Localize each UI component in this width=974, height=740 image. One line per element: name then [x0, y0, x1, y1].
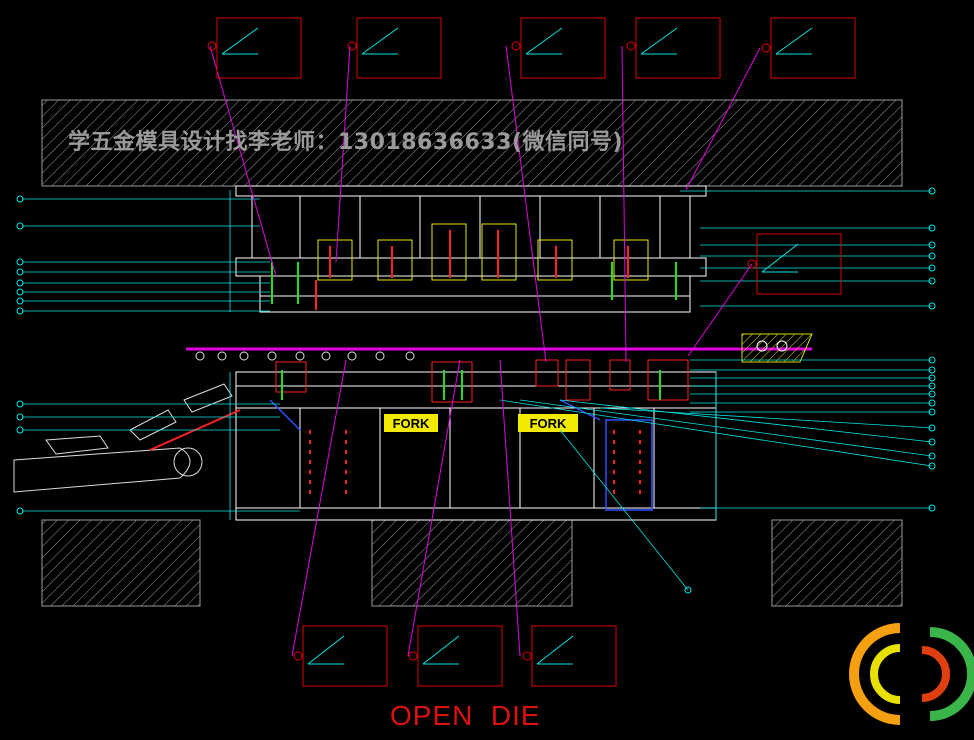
- leader-bubbles-right: [684, 187, 936, 594]
- callout-box-9: [522, 625, 617, 687]
- callout-leaders: [209, 45, 761, 657]
- upper-press-platen: [41, 99, 903, 187]
- leaders-left: [22, 198, 300, 512]
- callout-box-7: [293, 625, 388, 687]
- fork-label-1: FORK: [384, 414, 438, 432]
- fork-label-1-text: FORK: [393, 416, 430, 431]
- scrap-slots: [309, 430, 641, 500]
- callout-box-2: [347, 17, 442, 79]
- callout-box-3: [511, 17, 606, 79]
- callout-box-6: [747, 233, 842, 295]
- upper-inserts: [315, 230, 629, 310]
- callout-box-5: [761, 17, 856, 79]
- lower-cutouts: [269, 399, 653, 511]
- leaders-right: [499, 190, 933, 591]
- fork-label-2-text: FORK: [530, 416, 567, 431]
- part-chain-outfeed: [13, 383, 241, 493]
- lower-platen-right: [771, 519, 903, 607]
- lower-platen-left: [41, 519, 201, 607]
- drawing-title: OPEN DIE: [390, 700, 541, 731]
- strip-rings: [195, 351, 415, 361]
- callout-box-1: [207, 17, 302, 79]
- brand-logo-icon: [849, 623, 974, 725]
- leader-bubbles-left: [16, 195, 24, 515]
- upper-punches: [317, 223, 649, 281]
- callout-box-4: [626, 17, 721, 79]
- callout-box-8: [408, 625, 503, 687]
- strip-detail: [741, 333, 813, 363]
- upper-springs: [271, 262, 677, 304]
- lower-platen-center: [371, 519, 573, 607]
- lower-die-set: [235, 371, 717, 521]
- upper-die-set: [235, 185, 707, 313]
- watermark-text: 学五金模具设计找李老师：13018636633(微信同号): [68, 130, 623, 155]
- lower-inserts: [275, 359, 689, 403]
- fork-label-2: FORK: [518, 414, 578, 432]
- lower-springs: [281, 370, 661, 400]
